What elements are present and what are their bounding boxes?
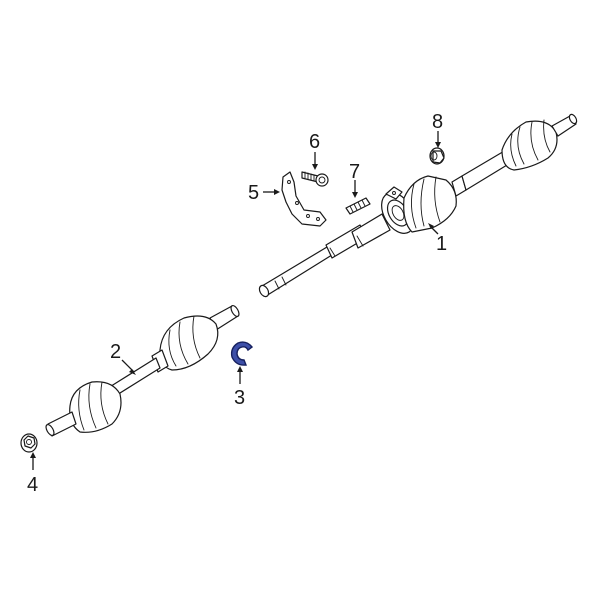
callout-5: 5 xyxy=(248,182,280,204)
callout-4: 4 xyxy=(27,452,38,496)
part-5-support-bracket[interactable] xyxy=(281,171,327,227)
part-7-stud[interactable] xyxy=(345,197,371,215)
callout-8: 8 xyxy=(432,111,443,148)
callout-1: 1 xyxy=(428,223,447,255)
callout-7: 7 xyxy=(349,161,360,198)
svg-text:3: 3 xyxy=(234,387,245,409)
svg-text:7: 7 xyxy=(349,161,360,183)
svg-text:5: 5 xyxy=(248,182,259,204)
callout-6: 6 xyxy=(309,131,320,170)
part-2-left-axle-assembly[interactable] xyxy=(44,304,240,437)
callout-3: 3 xyxy=(234,366,245,409)
part-6-bolt[interactable] xyxy=(301,171,329,187)
part-3-retaining-clip[interactable] xyxy=(230,341,254,366)
part-4-hub-nut[interactable] xyxy=(20,433,38,453)
svg-text:2: 2 xyxy=(110,341,121,363)
callout-2: 2 xyxy=(110,341,136,375)
svg-text:1: 1 xyxy=(436,233,447,255)
svg-text:6: 6 xyxy=(309,131,320,153)
svg-text:8: 8 xyxy=(432,111,443,133)
part-8-nut[interactable] xyxy=(429,147,445,165)
svg-text:4: 4 xyxy=(27,474,38,496)
part-1-right-axle-assembly[interactable] xyxy=(258,113,579,298)
